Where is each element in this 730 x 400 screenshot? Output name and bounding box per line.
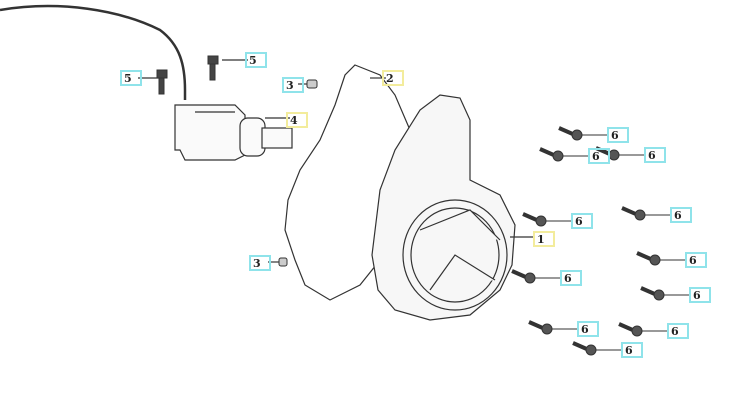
callout-6[interactable]: 6 [607,127,629,143]
callout-3[interactable]: 3 [249,255,271,271]
callout-6[interactable]: 6 [571,213,593,229]
callout-6[interactable]: 6 [560,270,582,286]
bolt [156,69,168,95]
callout-6[interactable]: 6 [621,342,643,358]
callout-5[interactable]: 5 [120,70,142,86]
bolt [558,126,607,141]
callout-4[interactable]: 4 [286,112,308,128]
starter-motor [174,104,293,161]
callout-6[interactable]: 6 [670,207,692,223]
dowel-pin [306,79,318,89]
callout-5[interactable]: 5 [245,52,267,68]
bolt [207,55,219,81]
callout-6[interactable]: 6 [689,287,711,303]
callout-1[interactable]: 1 [533,231,555,247]
bolt [621,206,670,221]
callout-6[interactable]: 6 [588,148,610,164]
callout-6[interactable]: 6 [667,323,689,339]
bolt [511,269,560,284]
starter-cable [0,4,187,100]
bolt [636,251,685,266]
bolt [618,322,667,337]
callout-2[interactable]: 2 [382,70,404,86]
dowel-pin [278,257,288,267]
bolt [572,341,621,356]
bolt [640,286,689,301]
callout-6[interactable]: 6 [577,321,599,337]
callout-6[interactable]: 6 [685,252,707,268]
callout-6[interactable]: 6 [644,147,666,163]
bolt [522,212,571,227]
crankcase-cover [371,94,516,321]
callout-3[interactable]: 3 [282,77,304,93]
bolt [539,147,588,162]
bolt [528,320,577,335]
leader-lines [138,59,535,263]
